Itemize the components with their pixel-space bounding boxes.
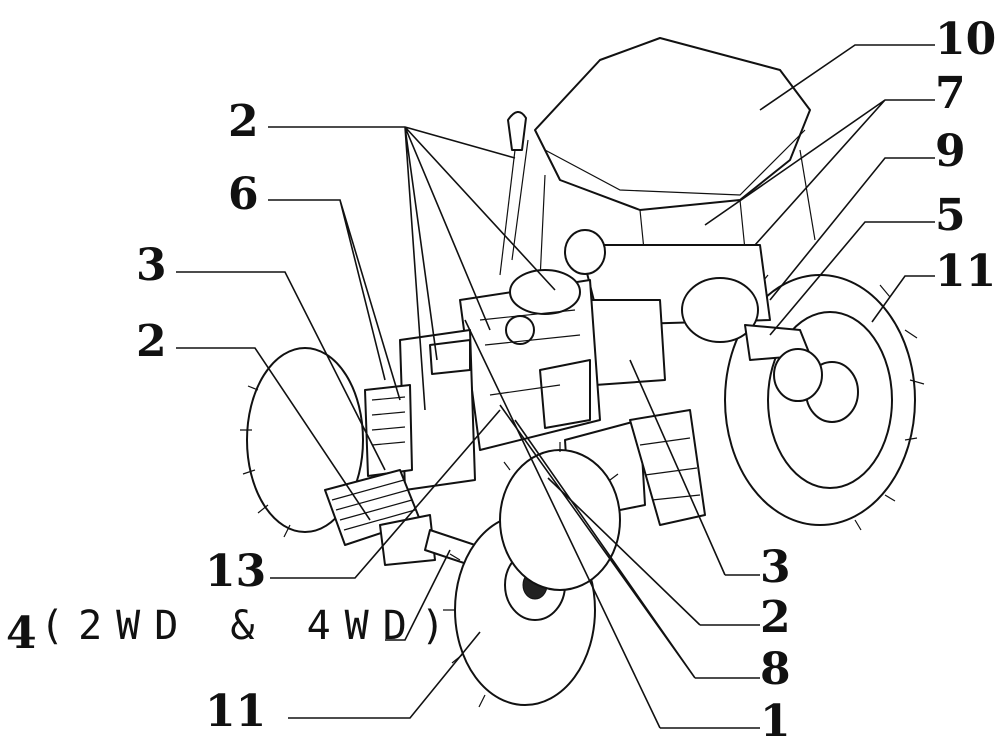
- rear-axle: [564, 229, 823, 402]
- callout-9: 9: [935, 126, 966, 177]
- callout-3-left: 3: [136, 240, 167, 291]
- callout-4: 4: [6, 608, 37, 659]
- callout-11-right: 11: [935, 246, 997, 297]
- callout-6: 6: [228, 169, 259, 220]
- callout-2-top: 2: [228, 96, 259, 147]
- callout-10: 10: [935, 14, 997, 65]
- callout-2-right: 2: [760, 592, 791, 643]
- callout-13: 13: [205, 546, 267, 597]
- callout-5: 5: [935, 190, 966, 241]
- engine: [459, 269, 601, 451]
- radiator: [364, 329, 476, 491]
- callout-2-left: 2: [136, 316, 167, 367]
- cab: [499, 37, 816, 281]
- callout-4-variant-text: (2WD & 4WD): [40, 603, 459, 649]
- callout-8: 8: [760, 644, 791, 695]
- callout-11-bottom: 11: [205, 686, 267, 737]
- callout-7: 7: [935, 68, 966, 119]
- callout-1: 1: [760, 696, 791, 747]
- callout-3-right: 3: [760, 542, 791, 593]
- rear-left-wheel: [240, 347, 364, 538]
- leader-lines: [176, 44, 935, 729]
